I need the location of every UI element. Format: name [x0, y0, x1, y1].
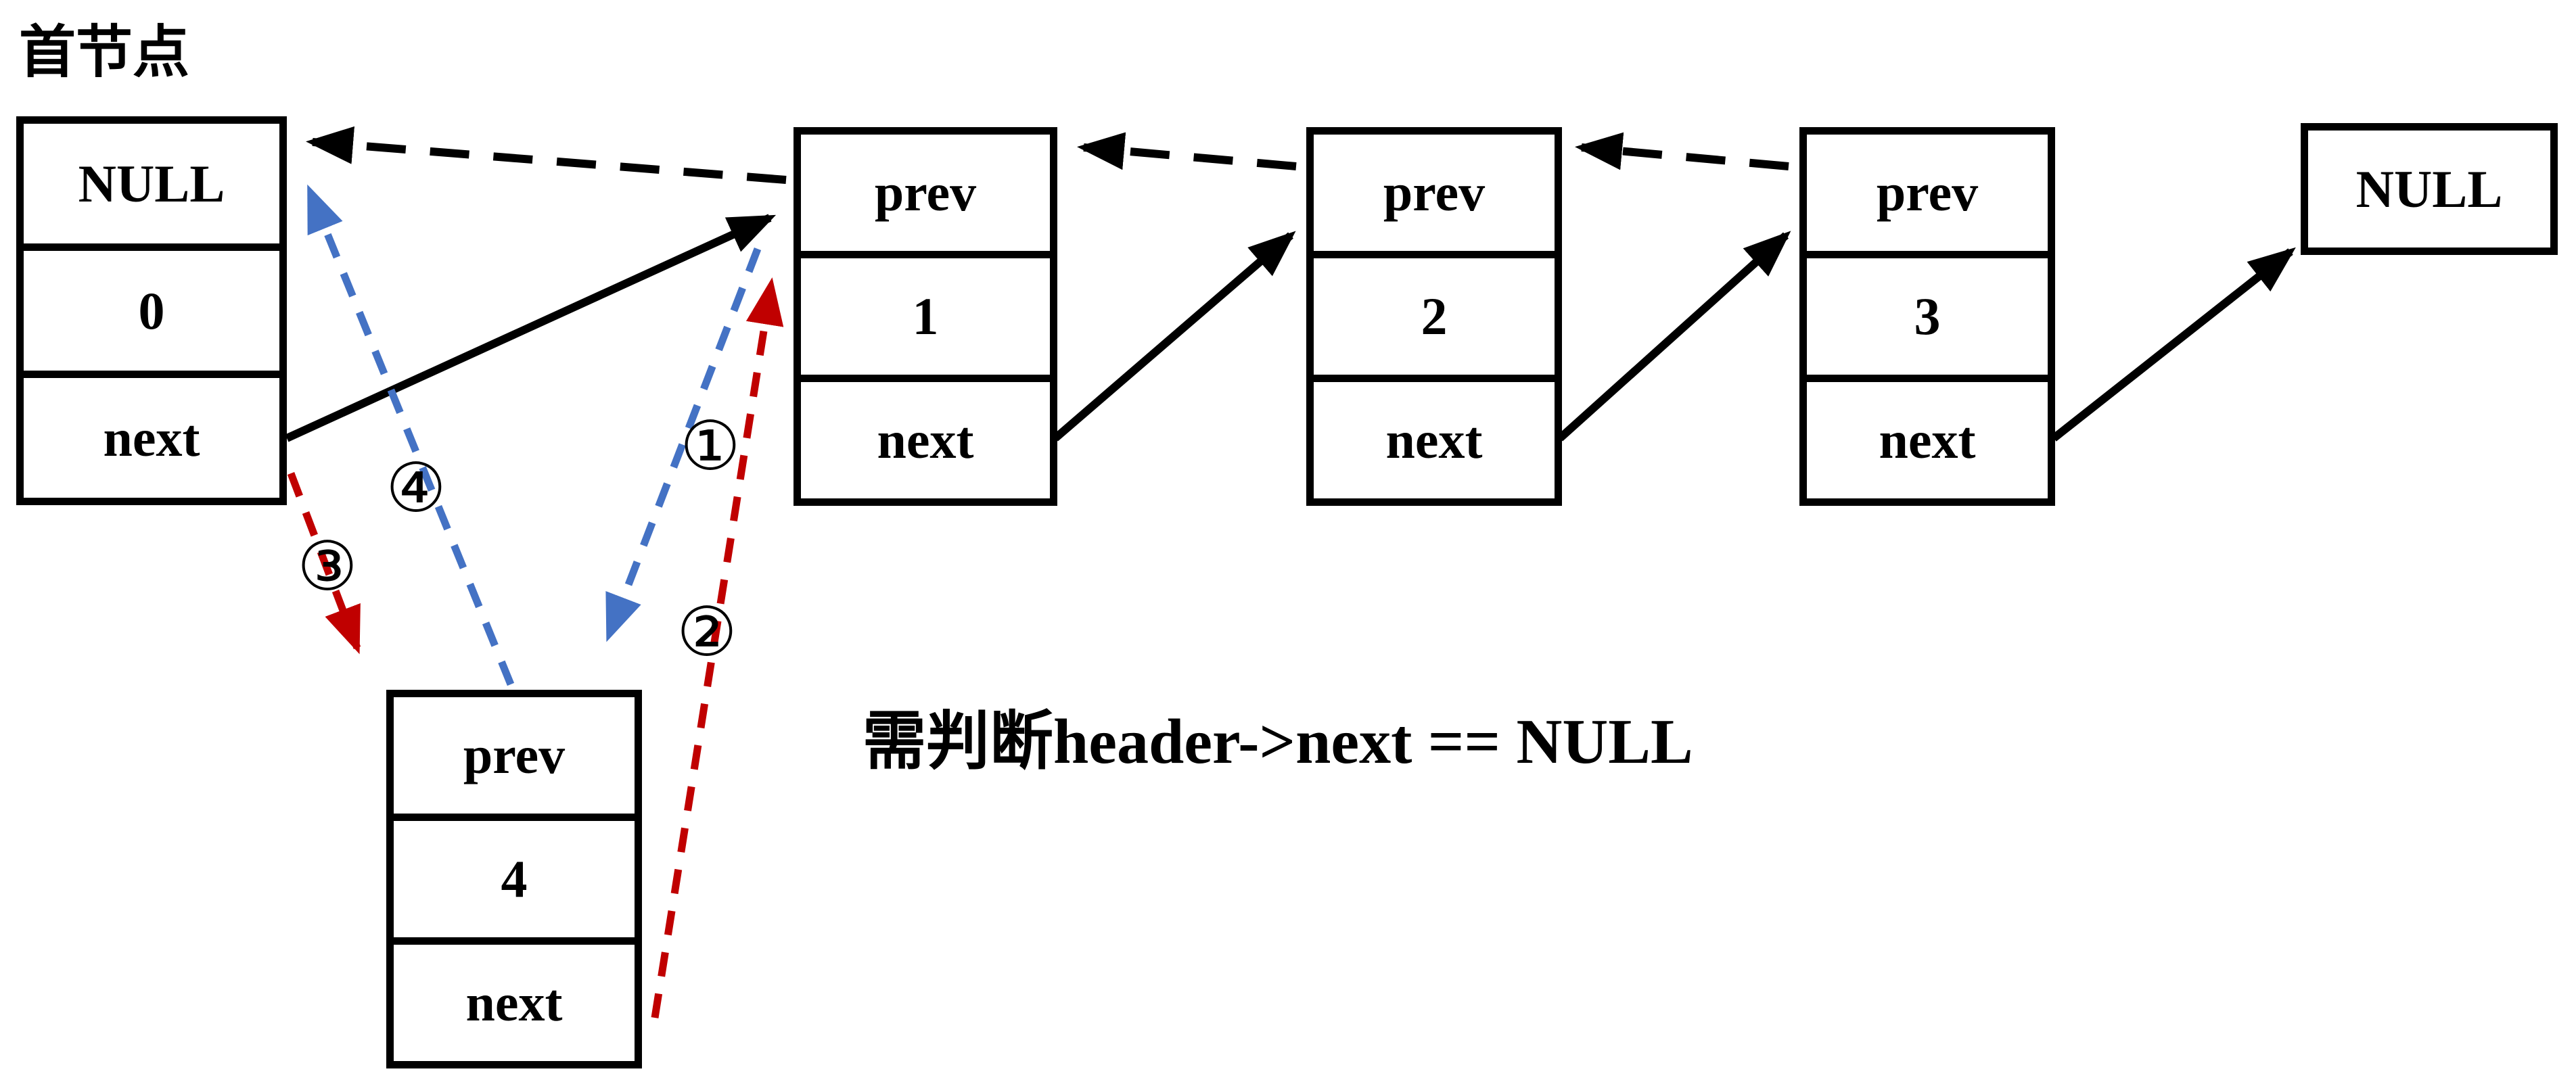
tail-null-box: NULL [2301, 123, 2558, 255]
node-4-box: prev 4 next [386, 690, 642, 1068]
head-next-cell: next [103, 408, 200, 467]
node-3-prev-cell: prev [1807, 135, 2048, 258]
node-1-prev-cell: prev [801, 135, 1050, 258]
edge-next-1-to-2 [1053, 231, 1296, 442]
step-2-label: ② [676, 592, 737, 672]
head-data-cell: 0 [24, 251, 279, 378]
edge-next-3-to-null [2051, 247, 2296, 442]
head-prev-cell: NULL [24, 124, 279, 251]
edge-next-2-to-3 [1557, 231, 1791, 442]
node-4-data-cell: 4 [394, 821, 635, 945]
edge-step4-4-to-head [306, 184, 515, 686]
node-4-next-cell: next [465, 973, 563, 1032]
head-node-label: 首节点 [19, 22, 190, 85]
node-2-prev-cell: prev [1314, 135, 1555, 258]
node-1-next-cell: next [877, 410, 974, 469]
node-3-box: prev 3 next [1799, 127, 2055, 506]
node-3-data-cell: 3 [1807, 258, 2048, 382]
head-node-box: NULL 0 next [16, 116, 287, 505]
node-1-data-cell: 1 [801, 258, 1050, 382]
edge-next-head-to-1 [285, 214, 777, 442]
node-3-next-cell: next [1879, 410, 1976, 469]
annotation-text: 需判断header->next == NULL [862, 707, 1693, 777]
tail-null-cell: NULL [2355, 159, 2503, 218]
node-1-box: prev 1 next [794, 127, 1057, 506]
edge-prev-1-to-head [306, 126, 787, 184]
node-2-next-cell: next [1385, 410, 1483, 469]
step-3-label: ③ [297, 527, 358, 606]
node-4-prev-cell: prev [394, 697, 635, 821]
node-2-data-cell: 2 [1314, 258, 1555, 382]
edge-prev-3-to-2 [1575, 132, 1789, 170]
step-4-label: ④ [386, 448, 446, 527]
edge-prev-2-to-1 [1077, 132, 1297, 170]
step-1-label: ① [680, 406, 741, 486]
node-2-box: prev 2 next [1306, 127, 1562, 506]
